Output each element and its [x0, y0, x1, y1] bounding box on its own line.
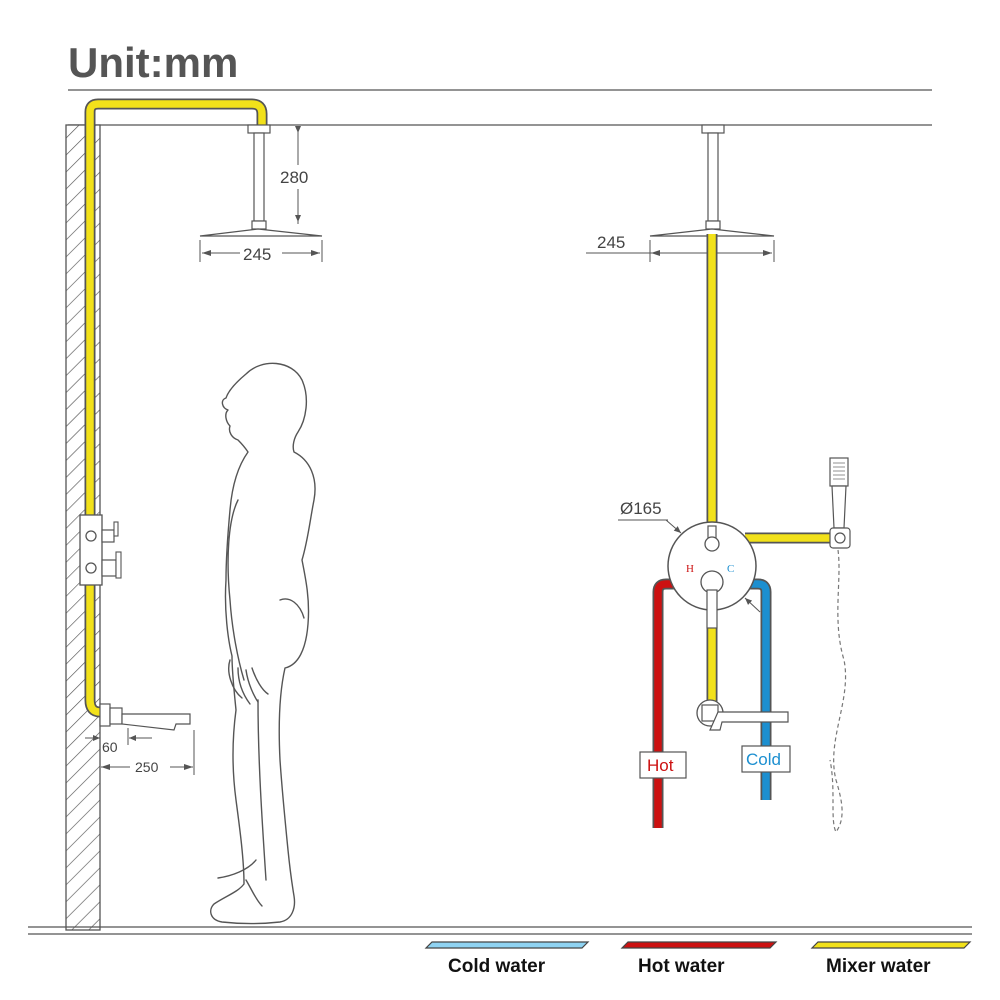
legend-item-cold: Cold water: [424, 941, 590, 977]
legend-swatch-cold: [424, 941, 590, 949]
human-figure: [210, 362, 316, 925]
shower-arm-right: [701, 124, 725, 230]
valve-cold-mark: C: [727, 563, 734, 575]
hand-shower: [829, 457, 851, 834]
mixer-pipe-right: [706, 234, 832, 702]
dimension-280: 280: [278, 124, 320, 224]
legend-swatch-mixer: [810, 941, 972, 949]
mixer-pipe-left: [84, 98, 268, 718]
dim-250-label: 250: [135, 759, 159, 775]
dimension-60: 60: [85, 728, 152, 755]
cold-tag: Cold: [741, 745, 791, 773]
dim-60-label: 60: [102, 739, 118, 755]
valve-hot-mark: H: [686, 563, 694, 575]
legend-swatch-hot: [620, 941, 778, 949]
wall-valve-side: [79, 514, 122, 586]
shower-arm-left: [247, 124, 271, 230]
dimension-245-left: 245: [199, 240, 323, 264]
dim-diameter-label: Ø165: [620, 499, 662, 518]
hot-tag-label: Hot: [647, 756, 674, 775]
unit-title: Unit:mm: [68, 39, 238, 86]
floor: [28, 926, 972, 935]
legend-item-hot: Hot water: [620, 941, 778, 977]
dim-245-left-label: 245: [243, 245, 271, 264]
legend-label-hot: Hot water: [638, 956, 725, 977]
dimension-diameter: Ø165: [618, 499, 761, 613]
tub-spout-front: [696, 699, 789, 731]
cold-pipe: [736, 578, 772, 800]
dimension-250: 250: [101, 730, 195, 776]
valve-plate-front: H C: [667, 521, 757, 629]
ceiling: [68, 89, 932, 126]
cold-tag-label: Cold: [746, 750, 781, 769]
dim-280-label: 280: [280, 168, 308, 187]
shower-head-left: [199, 228, 323, 237]
hot-tag: Hot: [639, 751, 687, 779]
dim-245-right-label: 245: [597, 233, 625, 252]
hot-pipe: [652, 578, 688, 828]
legend: Cold water Hot water Mixer water: [424, 941, 972, 977]
dimension-245-right: 245: [586, 233, 775, 262]
legend-item-mixer: Mixer water: [810, 941, 972, 977]
tub-spout-side: [99, 703, 191, 731]
legend-label-mixer: Mixer water: [826, 956, 931, 977]
legend-label-cold: Cold water: [448, 956, 546, 977]
